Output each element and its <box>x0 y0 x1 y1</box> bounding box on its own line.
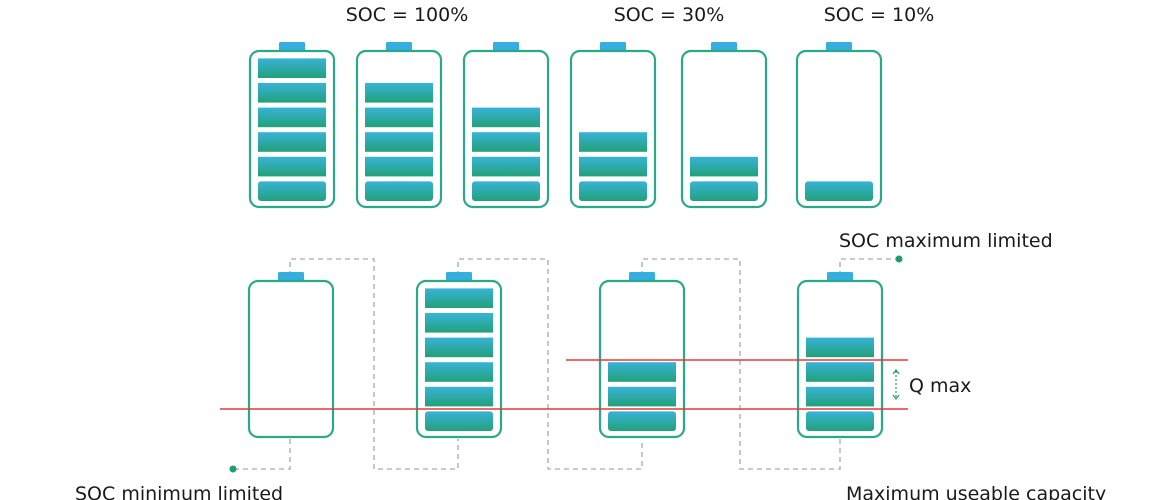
charge-bar <box>472 132 540 152</box>
bottom-battery-1 <box>247 272 335 439</box>
battery-terminal <box>600 42 626 51</box>
charge-bar <box>365 107 433 128</box>
charge-bar <box>579 156 647 177</box>
q-max-label: Q max <box>909 375 971 397</box>
charge-bar <box>608 386 676 407</box>
charge-bar <box>258 107 326 128</box>
charge-bar <box>425 362 493 382</box>
soc-30-label: SOC = 30% <box>614 4 725 26</box>
top-row-batteries <box>248 42 883 209</box>
battery-terminal <box>711 42 737 51</box>
bottom-battery-3 <box>598 272 686 439</box>
connector-battery-3-to-4 <box>641 258 841 470</box>
connector-battery-4-to-max <box>839 258 899 276</box>
charge-bar <box>425 313 493 333</box>
charge-bar <box>608 411 676 431</box>
charge-bar <box>258 58 326 78</box>
soc-min-limited-label: SOC minimum limited <box>75 483 283 500</box>
soc-min-dot <box>229 465 237 473</box>
charge-bar <box>690 156 758 177</box>
max-useable-capacity-label: Maximum useable capacity <box>846 483 1106 500</box>
top-battery-4 <box>569 42 657 209</box>
charge-bar <box>579 132 647 152</box>
bottom-battery-2 <box>415 272 503 439</box>
charge-bar <box>425 288 493 308</box>
charge-bar <box>806 362 874 382</box>
charge-bar <box>806 386 874 407</box>
top-battery-6 <box>795 42 883 209</box>
battery-terminal <box>446 272 472 281</box>
charge-bar <box>805 181 873 201</box>
battery-outline <box>247 279 335 439</box>
top-battery-3 <box>462 42 550 209</box>
top-battery-1 <box>248 42 336 209</box>
charge-bar <box>472 181 540 201</box>
connector-lines <box>234 258 899 470</box>
battery-terminal <box>386 42 412 51</box>
soc-100-label: SOC = 100% <box>346 4 469 26</box>
charge-bar <box>608 362 676 382</box>
q-max-arrow <box>892 369 900 400</box>
soc-max-limited-label: SOC maximum limited <box>839 230 1053 252</box>
charge-bar <box>579 181 647 201</box>
battery-terminal <box>629 272 655 281</box>
charge-bar <box>365 132 433 152</box>
charge-bar <box>425 337 493 358</box>
charge-bar <box>425 411 493 431</box>
charge-bar <box>258 83 326 103</box>
bottom-row-batteries <box>247 272 884 439</box>
battery-terminal <box>827 272 853 281</box>
charge-bar <box>258 181 326 201</box>
charge-bar <box>258 156 326 177</box>
top-battery-5 <box>680 42 768 209</box>
battery-terminal <box>493 42 519 51</box>
connector-battery-2-to-3 <box>457 258 643 470</box>
charge-bar <box>365 83 433 103</box>
charge-bar <box>472 156 540 177</box>
bottom-battery-4 <box>796 272 884 439</box>
charge-bar <box>806 411 874 431</box>
soc-10-label: SOC = 10% <box>824 4 935 26</box>
charge-bar <box>806 337 874 358</box>
charge-bar <box>472 107 540 128</box>
charge-bar <box>258 132 326 152</box>
top-battery-2 <box>355 42 443 209</box>
battery-terminal <box>278 272 304 281</box>
battery-terminal <box>279 42 305 51</box>
charge-bar <box>365 156 433 177</box>
soc-max-dot <box>895 255 903 263</box>
battery-terminal <box>826 42 852 51</box>
charge-bar <box>425 386 493 407</box>
connector-min-to-battery-1 <box>234 439 291 470</box>
battery-outline <box>795 49 883 209</box>
charge-bar <box>365 181 433 201</box>
connector-battery-1-to-2 <box>289 258 459 470</box>
charge-bar <box>690 181 758 201</box>
